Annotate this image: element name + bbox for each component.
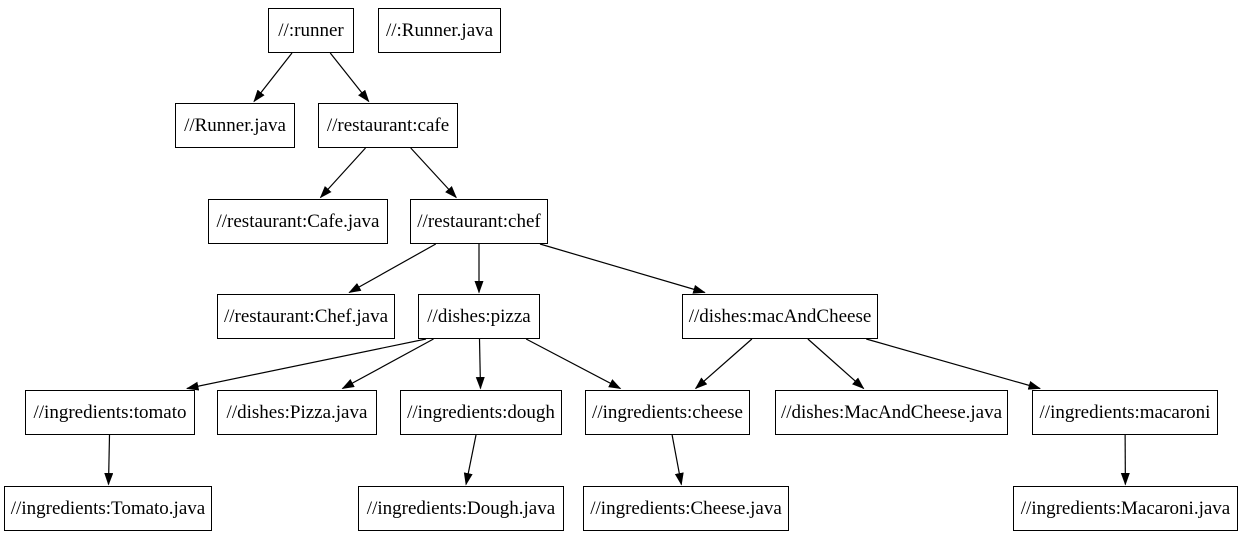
edge-runner-to-cafe — [329, 52, 370, 103]
edge-pizza-to-dough — [475, 338, 485, 390]
graph-node-pizza: //dishes:pizza — [418, 294, 540, 339]
graph-node-root-runner-java: //:Runner.java — [378, 8, 501, 53]
edge-cafe-to-cafe-java — [319, 147, 366, 199]
edge-chef-to-mac-and-cheese — [539, 243, 706, 294]
graph-node-pizza-java: //dishes:Pizza.java — [217, 390, 377, 435]
graph-node-dough: //ingredients:dough — [400, 390, 562, 435]
edge-mac-and-cheese-to-cheese — [694, 338, 753, 390]
graph-node-runner: //:runner — [268, 8, 354, 53]
graph-node-mac-and-cheese: //dishes:macAndCheese — [682, 294, 878, 339]
edge-cafe-to-chef — [410, 147, 457, 199]
edge-pizza-to-tomato — [186, 338, 427, 391]
graph-node-runner-java: //Runner.java — [175, 103, 295, 148]
graph-node-cheese: //ingredients:cheese — [585, 390, 750, 435]
graph-node-macaroni-java: //ingredients:Macaroni.java — [1013, 486, 1238, 531]
edge-mac-and-cheese-to-mac-and-cheese-java — [807, 338, 865, 390]
graph-node-chef: //restaurant:chef — [410, 199, 548, 244]
edge-mac-and-cheese-to-macaroni — [866, 338, 1041, 390]
graph-node-tomato-java: //ingredients:Tomato.java — [4, 486, 212, 531]
graph-node-tomato: //ingredients:tomato — [25, 390, 195, 435]
graph-node-cheese-java: //ingredients:Cheese.java — [583, 486, 789, 531]
graph-node-dough-java: //ingredients:Dough.java — [358, 486, 564, 531]
edge-runner-to-runner-java — [253, 52, 293, 103]
edge-cheese-to-cheese-java — [671, 434, 684, 486]
edge-tomato-to-tomato-java — [104, 434, 114, 486]
edge-pizza-to-pizza-java — [341, 338, 434, 390]
graph-node-mac-and-cheese-java: //dishes:MacAndCheese.java — [775, 390, 1008, 435]
graph-node-chef-java: //restaurant:Chef.java — [217, 294, 395, 339]
graph-node-cafe: //restaurant:cafe — [318, 103, 458, 148]
edge-chef-to-chef-java — [348, 243, 437, 294]
edge-pizza-to-cheese — [525, 338, 622, 390]
graph-node-cafe-java: //restaurant:Cafe.java — [208, 199, 388, 244]
edge-dough-to-dough-java — [463, 434, 477, 486]
graph-node-macaroni: //ingredients:macaroni — [1032, 390, 1218, 435]
